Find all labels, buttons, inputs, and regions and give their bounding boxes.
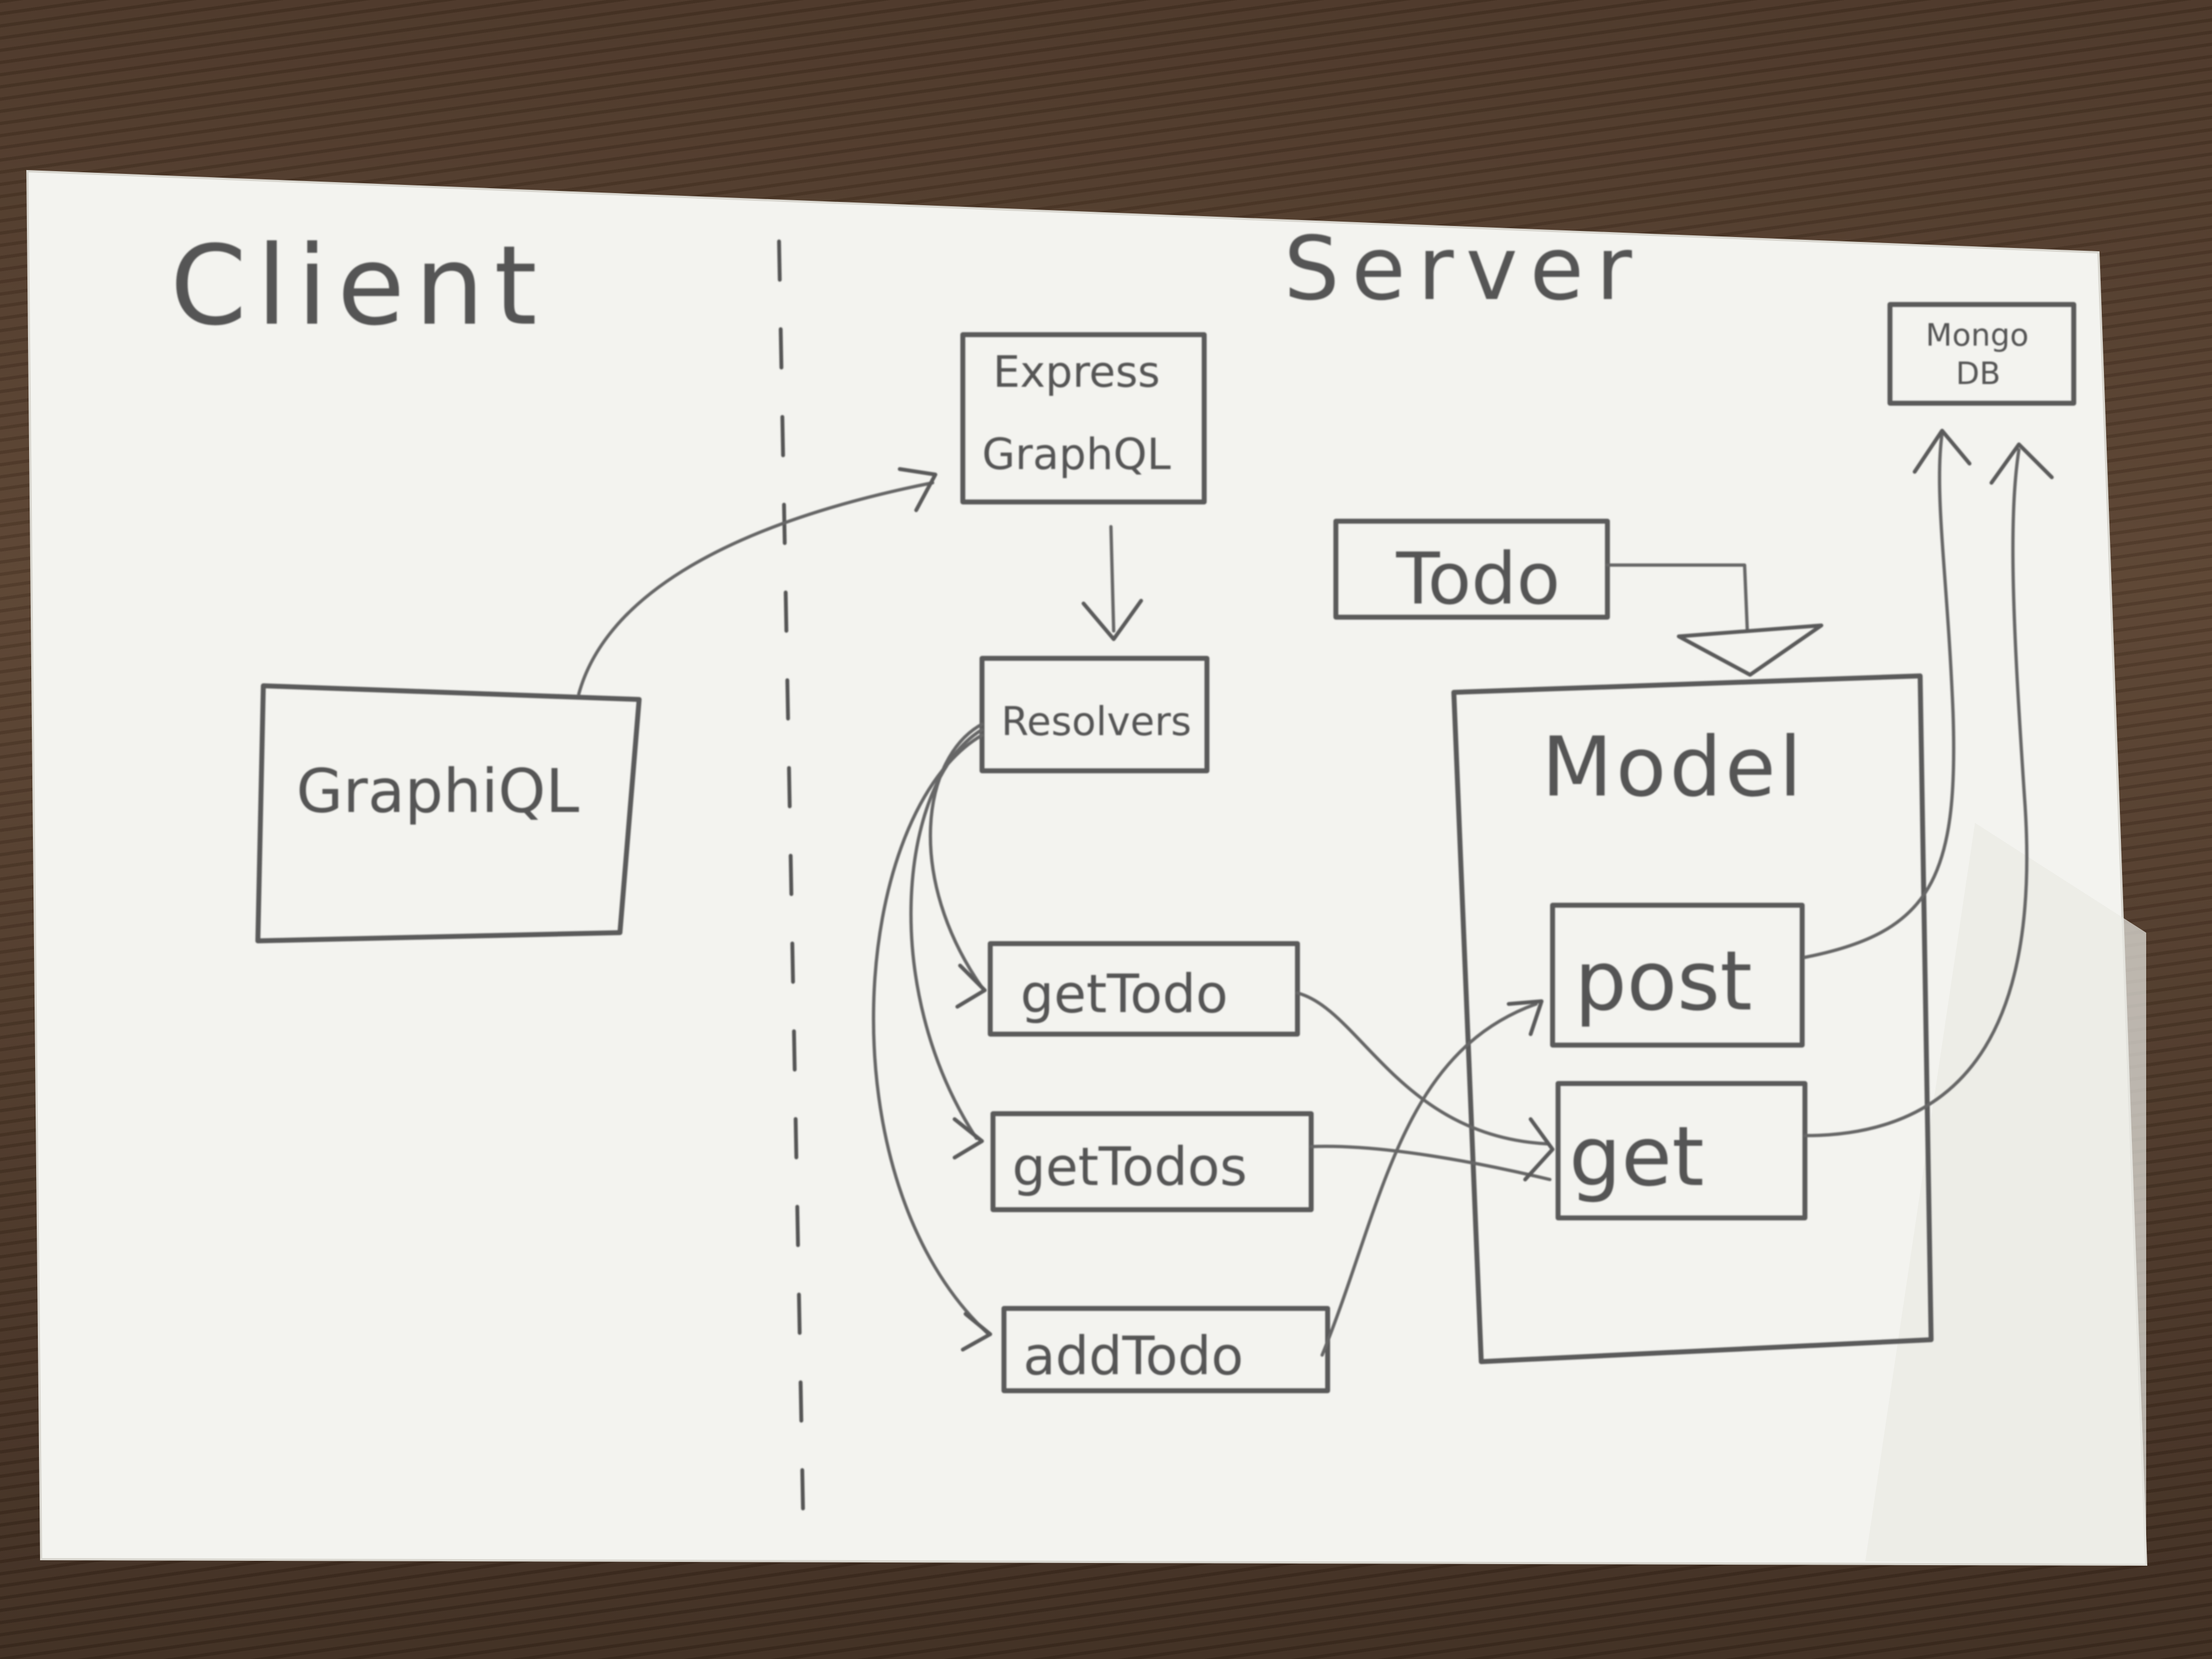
resolvers-box	[979, 656, 1210, 774]
post-box	[1550, 902, 1805, 1048]
todo-label: Todo	[1396, 537, 1560, 620]
get-box	[1555, 1081, 1808, 1221]
get-todos-box	[990, 1111, 1314, 1212]
model-label: Model	[1542, 720, 1805, 815]
get-label: get	[1569, 1109, 1704, 1205]
post-to-mongodb-arrow	[1803, 432, 1956, 959]
express-to-resolvers-arrowhead	[1081, 599, 1143, 641]
post-label: post	[1575, 934, 1752, 1029]
todo-to-model-arrow	[1606, 563, 1749, 633]
get-to-mongodb-arrow	[1803, 448, 2029, 1137]
get-to-mongodb-arrowhead	[1989, 442, 2054, 485]
db-label: DB	[1956, 356, 2001, 392]
resolvers-to-addtodo-arrow	[872, 733, 989, 1335]
resolvers-to-gettodo-arrow	[928, 723, 984, 989]
todo-to-model-arrowhead	[1677, 623, 1824, 677]
resolvers-to-gettodo-arrowhead	[955, 963, 987, 1009]
add-todo-label: addTodo	[1023, 1325, 1243, 1387]
get-todos-label: getTodos	[1012, 1136, 1247, 1198]
mongodb-box	[1887, 302, 2076, 406]
express-to-resolvers-arrow	[1109, 525, 1115, 633]
addtodo-to-post-arrow	[1321, 1002, 1538, 1357]
graphiql-box	[255, 683, 642, 944]
mongo-label: Mongo	[1926, 318, 2029, 353]
gettodo-to-get-arrow	[1296, 991, 1549, 1146]
resolvers-to-gettodos-arrowhead	[952, 1117, 984, 1160]
graphiql-to-express-arrow	[577, 481, 934, 696]
to-get-arrowhead	[1523, 1117, 1555, 1182]
gettodos-to-get-arrow	[1310, 1144, 1551, 1181]
graphql-label: GraphQL	[982, 430, 1171, 479]
todo-box	[1333, 518, 1610, 620]
paper-shadow-right	[1865, 823, 2146, 1565]
graphiql-to-express-arrowhead	[898, 467, 938, 512]
add-todo-box	[1001, 1306, 1330, 1393]
model-box	[1451, 673, 1934, 1364]
post-to-mongodb-arrowhead	[1912, 428, 1972, 474]
resolvers-label: Resolvers	[1001, 698, 1192, 744]
resolvers-to-addtodo-arrowhead	[961, 1312, 992, 1352]
express-graphql-box	[960, 332, 1207, 505]
client-server-divider	[777, 239, 806, 1549]
express-label: Express	[993, 348, 1160, 397]
server-label: Server	[1284, 217, 1644, 320]
get-todo-box	[988, 941, 1300, 1037]
graphiql-label: GraphiQL	[296, 756, 579, 826]
client-label: Client	[170, 222, 547, 350]
addtodo-to-post-arrowhead	[1506, 999, 1544, 1036]
get-todo-label: getTodo	[1020, 963, 1228, 1025]
